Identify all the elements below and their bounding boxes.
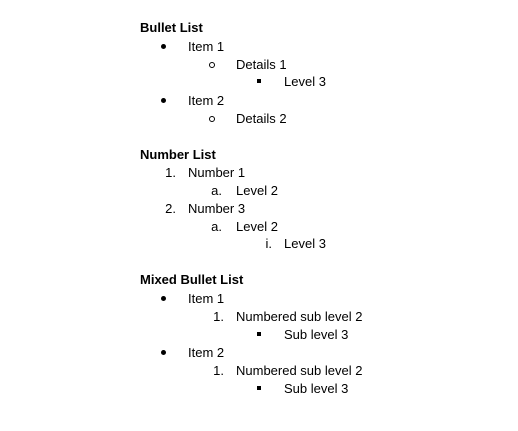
section-heading-mixed-bullet-list: Mixed Bullet List bbox=[140, 272, 244, 287]
list-item-text: Level 3 bbox=[284, 74, 326, 89]
list-number-marker: 1. bbox=[165, 165, 176, 180]
section-heading-bullet-list: Bullet List bbox=[140, 20, 203, 35]
list-item-text: Numbered sub level 2 bbox=[236, 309, 363, 324]
list-item: a. Level 2 bbox=[0, 219, 518, 235]
list-item: Item 2 bbox=[0, 93, 518, 109]
list-item-text: Details 2 bbox=[236, 111, 287, 126]
list-item-text: Numbered sub level 2 bbox=[236, 363, 363, 378]
list-item: Details 1 bbox=[0, 57, 518, 73]
list-roman-marker: i. bbox=[265, 236, 273, 251]
list-letter-marker: a. bbox=[211, 183, 222, 198]
list-item-text: Level 2 bbox=[236, 183, 278, 198]
list-item-text: Level 2 bbox=[236, 219, 278, 234]
list-item-text: Item 1 bbox=[188, 39, 225, 54]
list-item: Item 1 bbox=[0, 39, 518, 55]
list-item-text: Details 1 bbox=[236, 57, 287, 72]
list-item-text: Item 1 bbox=[188, 291, 225, 306]
list-item-text: Number 1 bbox=[188, 165, 246, 180]
list-item: Details 2 bbox=[0, 111, 518, 127]
list-item-text: Sub level 3 bbox=[284, 327, 349, 342]
list-number-marker: 1. bbox=[213, 309, 224, 324]
list-item: 1. Numbered sub level 2 bbox=[0, 309, 518, 325]
list-item-text: Number 3 bbox=[188, 201, 246, 216]
list-number-marker: 2. bbox=[165, 201, 176, 216]
list-item: 2. Number 3 bbox=[0, 201, 518, 217]
section-heading-number-list: Number List bbox=[140, 147, 216, 162]
list-item: Sub level 3 bbox=[0, 381, 518, 397]
list-item: 1. Number 1 bbox=[0, 165, 518, 181]
list-item: i. Level 3 bbox=[0, 236, 518, 252]
list-item: Item 2 bbox=[0, 345, 518, 361]
list-item: 1. Numbered sub level 2 bbox=[0, 363, 518, 379]
list-item: Sub level 3 bbox=[0, 327, 518, 343]
list-number-marker: 1. bbox=[213, 363, 224, 378]
list-letter-marker: a. bbox=[211, 219, 222, 234]
list-item-text: Item 2 bbox=[188, 93, 225, 108]
list-item: Level 3 bbox=[0, 74, 518, 90]
list-item-text: Sub level 3 bbox=[284, 381, 349, 396]
list-item-text: Item 2 bbox=[188, 345, 225, 360]
list-item: a. Level 2 bbox=[0, 183, 518, 199]
list-item-text: Level 3 bbox=[284, 236, 326, 251]
list-item: Item 1 bbox=[0, 291, 518, 307]
